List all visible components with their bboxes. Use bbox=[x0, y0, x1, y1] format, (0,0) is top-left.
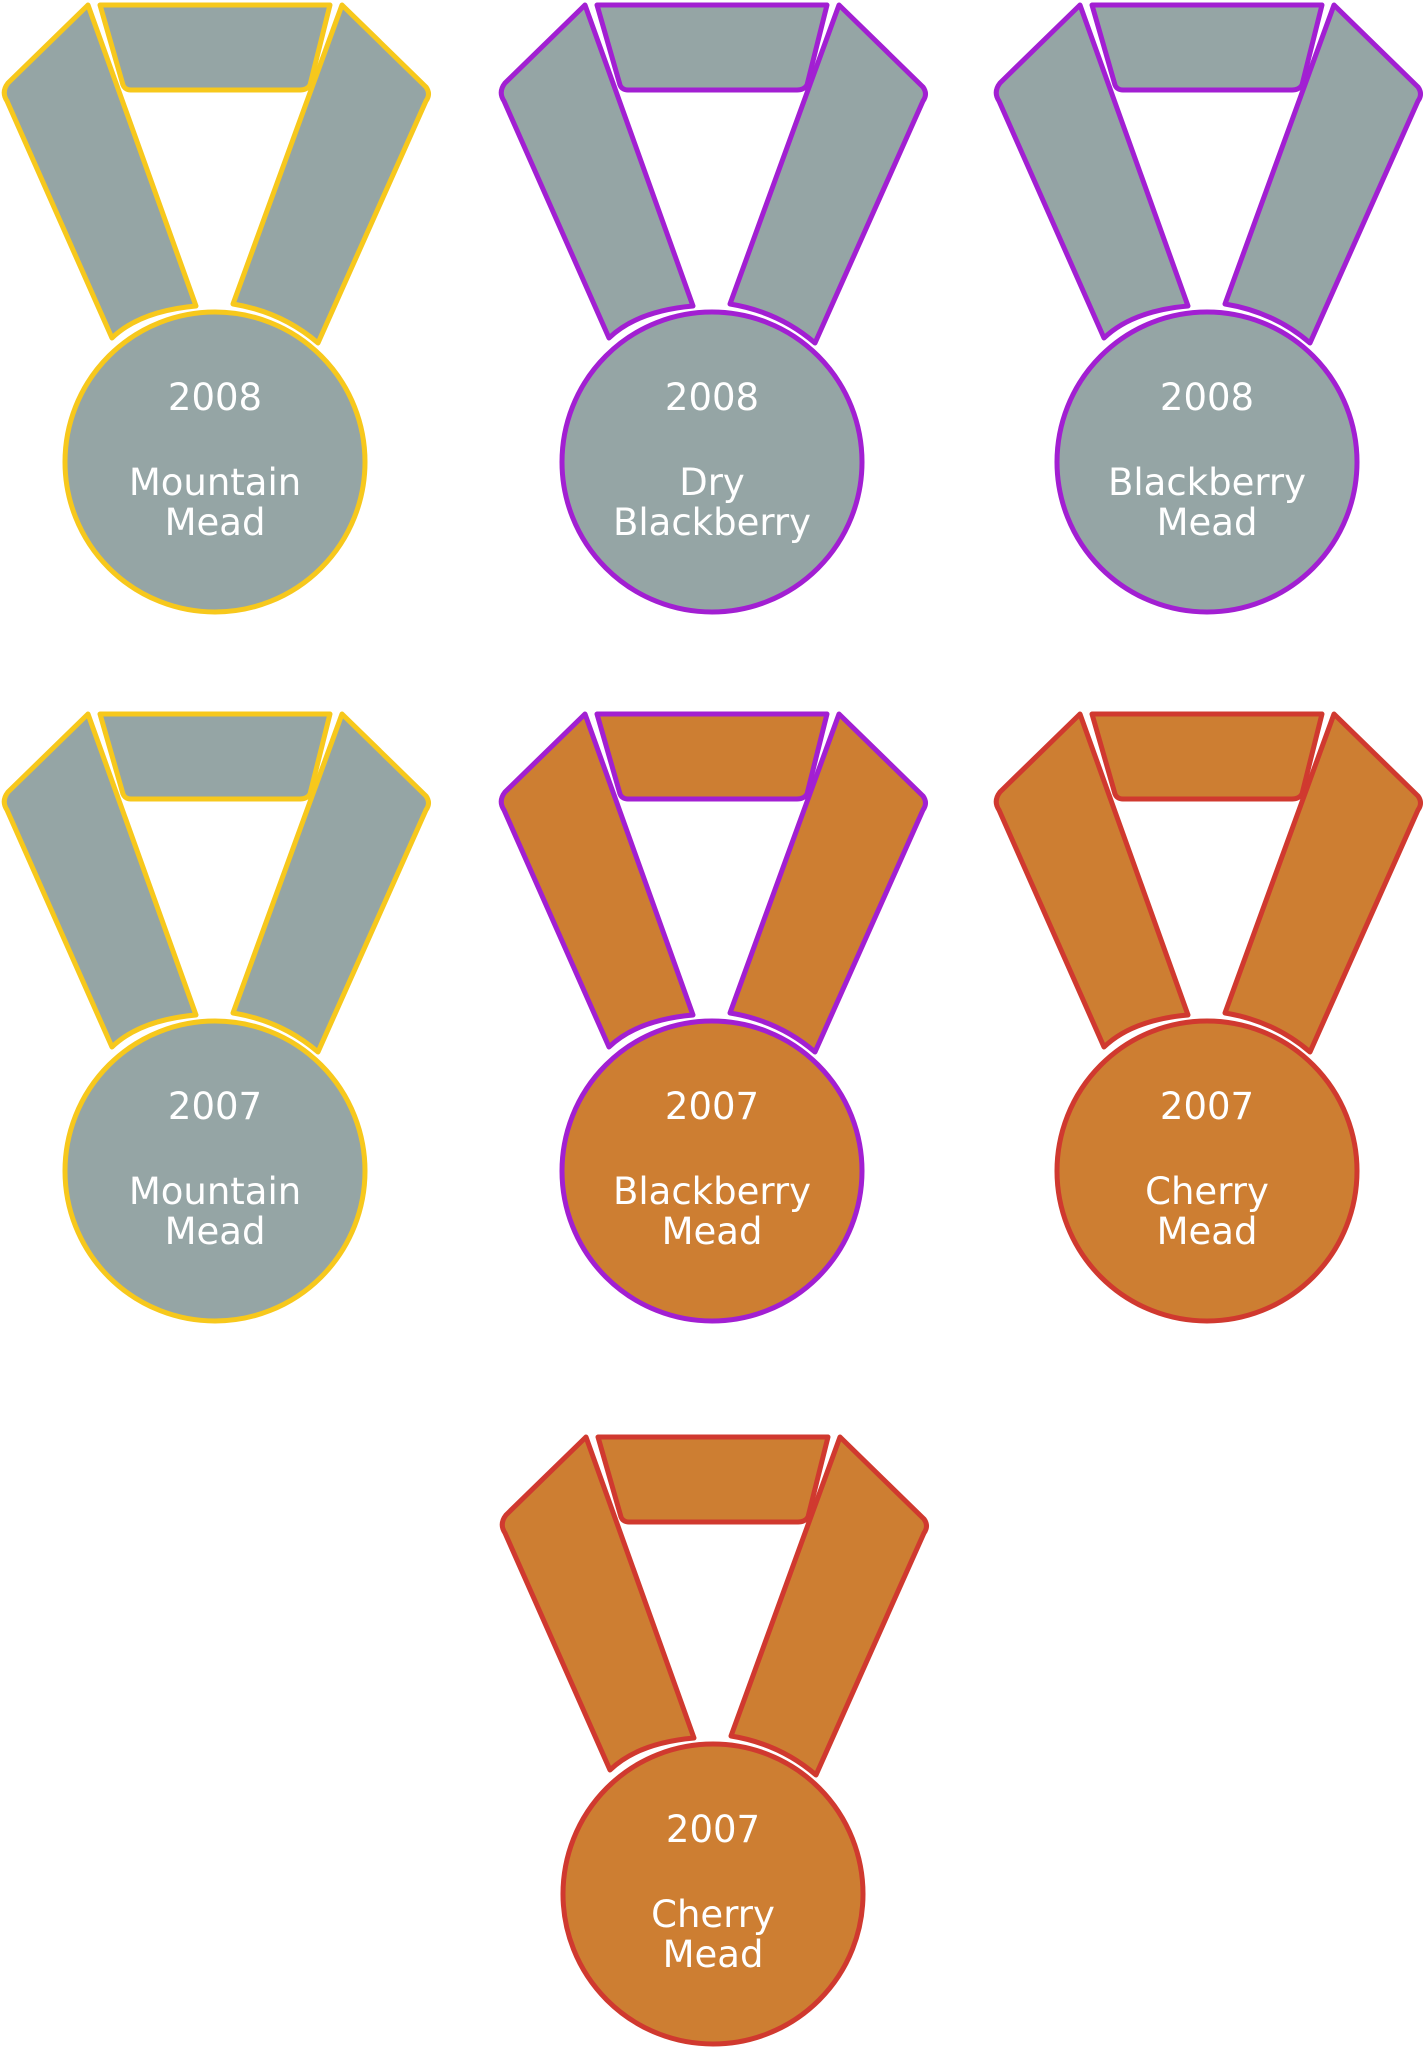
medal-name-line: Mountain bbox=[129, 461, 301, 504]
medal-name-line: Mead bbox=[663, 1933, 764, 1976]
medal-name-line: Mead bbox=[165, 501, 266, 544]
medal-year: 2007 bbox=[168, 1085, 262, 1128]
medal-disc bbox=[559, 309, 865, 615]
medal-name-line: Cherry bbox=[1145, 1170, 1269, 1213]
ribbon-left-strap bbox=[993, 2, 1191, 341]
medal-year: 2008 bbox=[1160, 376, 1254, 419]
medal-year: 2007 bbox=[666, 1808, 760, 1851]
ribbon-left-strap bbox=[499, 1434, 697, 1773]
medal-name-line: Mead bbox=[1157, 1210, 1258, 1253]
medal-year: 2008 bbox=[665, 376, 759, 419]
ribbon-right-strap bbox=[230, 711, 431, 1055]
ribbon-right-strap bbox=[727, 711, 928, 1055]
ribbon-left-strap bbox=[498, 711, 696, 1050]
ribbon-left-strap bbox=[993, 711, 1191, 1050]
ribbon-top-band bbox=[97, 2, 333, 93]
medal-disc bbox=[62, 309, 368, 615]
medal-name-line: Mead bbox=[1157, 501, 1258, 544]
medal-year: 2008 bbox=[168, 376, 262, 419]
ribbon-left-strap bbox=[498, 2, 696, 341]
ribbon-top-band bbox=[1089, 711, 1325, 802]
medal-name-line: Mead bbox=[165, 1210, 266, 1253]
ribbon-top-band bbox=[595, 1434, 831, 1525]
ribbon-right-strap bbox=[727, 2, 928, 346]
medal-disc bbox=[1054, 309, 1360, 615]
medal-name-line: Dry bbox=[679, 461, 745, 504]
ribbon-top-band bbox=[594, 2, 830, 93]
medal-disc bbox=[559, 1018, 865, 1324]
medal-name-line: Cherry bbox=[651, 1893, 775, 1936]
ribbon-top-band bbox=[1089, 2, 1325, 93]
ribbon-left-strap bbox=[1, 711, 199, 1050]
ribbon-right-strap bbox=[1222, 711, 1423, 1055]
medal-name-line: Mountain bbox=[129, 1170, 301, 1213]
medal-name-line: Blackberry bbox=[613, 1170, 811, 1213]
ribbon-left-strap bbox=[1, 2, 199, 341]
ribbon-right-strap bbox=[230, 2, 431, 346]
medal-name-line: Blackberry bbox=[613, 501, 811, 544]
medal-disc bbox=[560, 1741, 866, 2047]
medal-name-line: Mead bbox=[662, 1210, 763, 1253]
ribbon-right-strap bbox=[1222, 2, 1423, 346]
medal-disc bbox=[62, 1018, 368, 1324]
ribbon-right-strap bbox=[728, 1434, 929, 1778]
ribbon-top-band bbox=[97, 711, 333, 802]
medal-name-line: Blackberry bbox=[1108, 461, 1306, 504]
medal-disc bbox=[1054, 1018, 1360, 1324]
medal-year: 2007 bbox=[665, 1085, 759, 1128]
ribbon-top-band bbox=[594, 711, 830, 802]
medal-year: 2007 bbox=[1160, 1085, 1254, 1128]
